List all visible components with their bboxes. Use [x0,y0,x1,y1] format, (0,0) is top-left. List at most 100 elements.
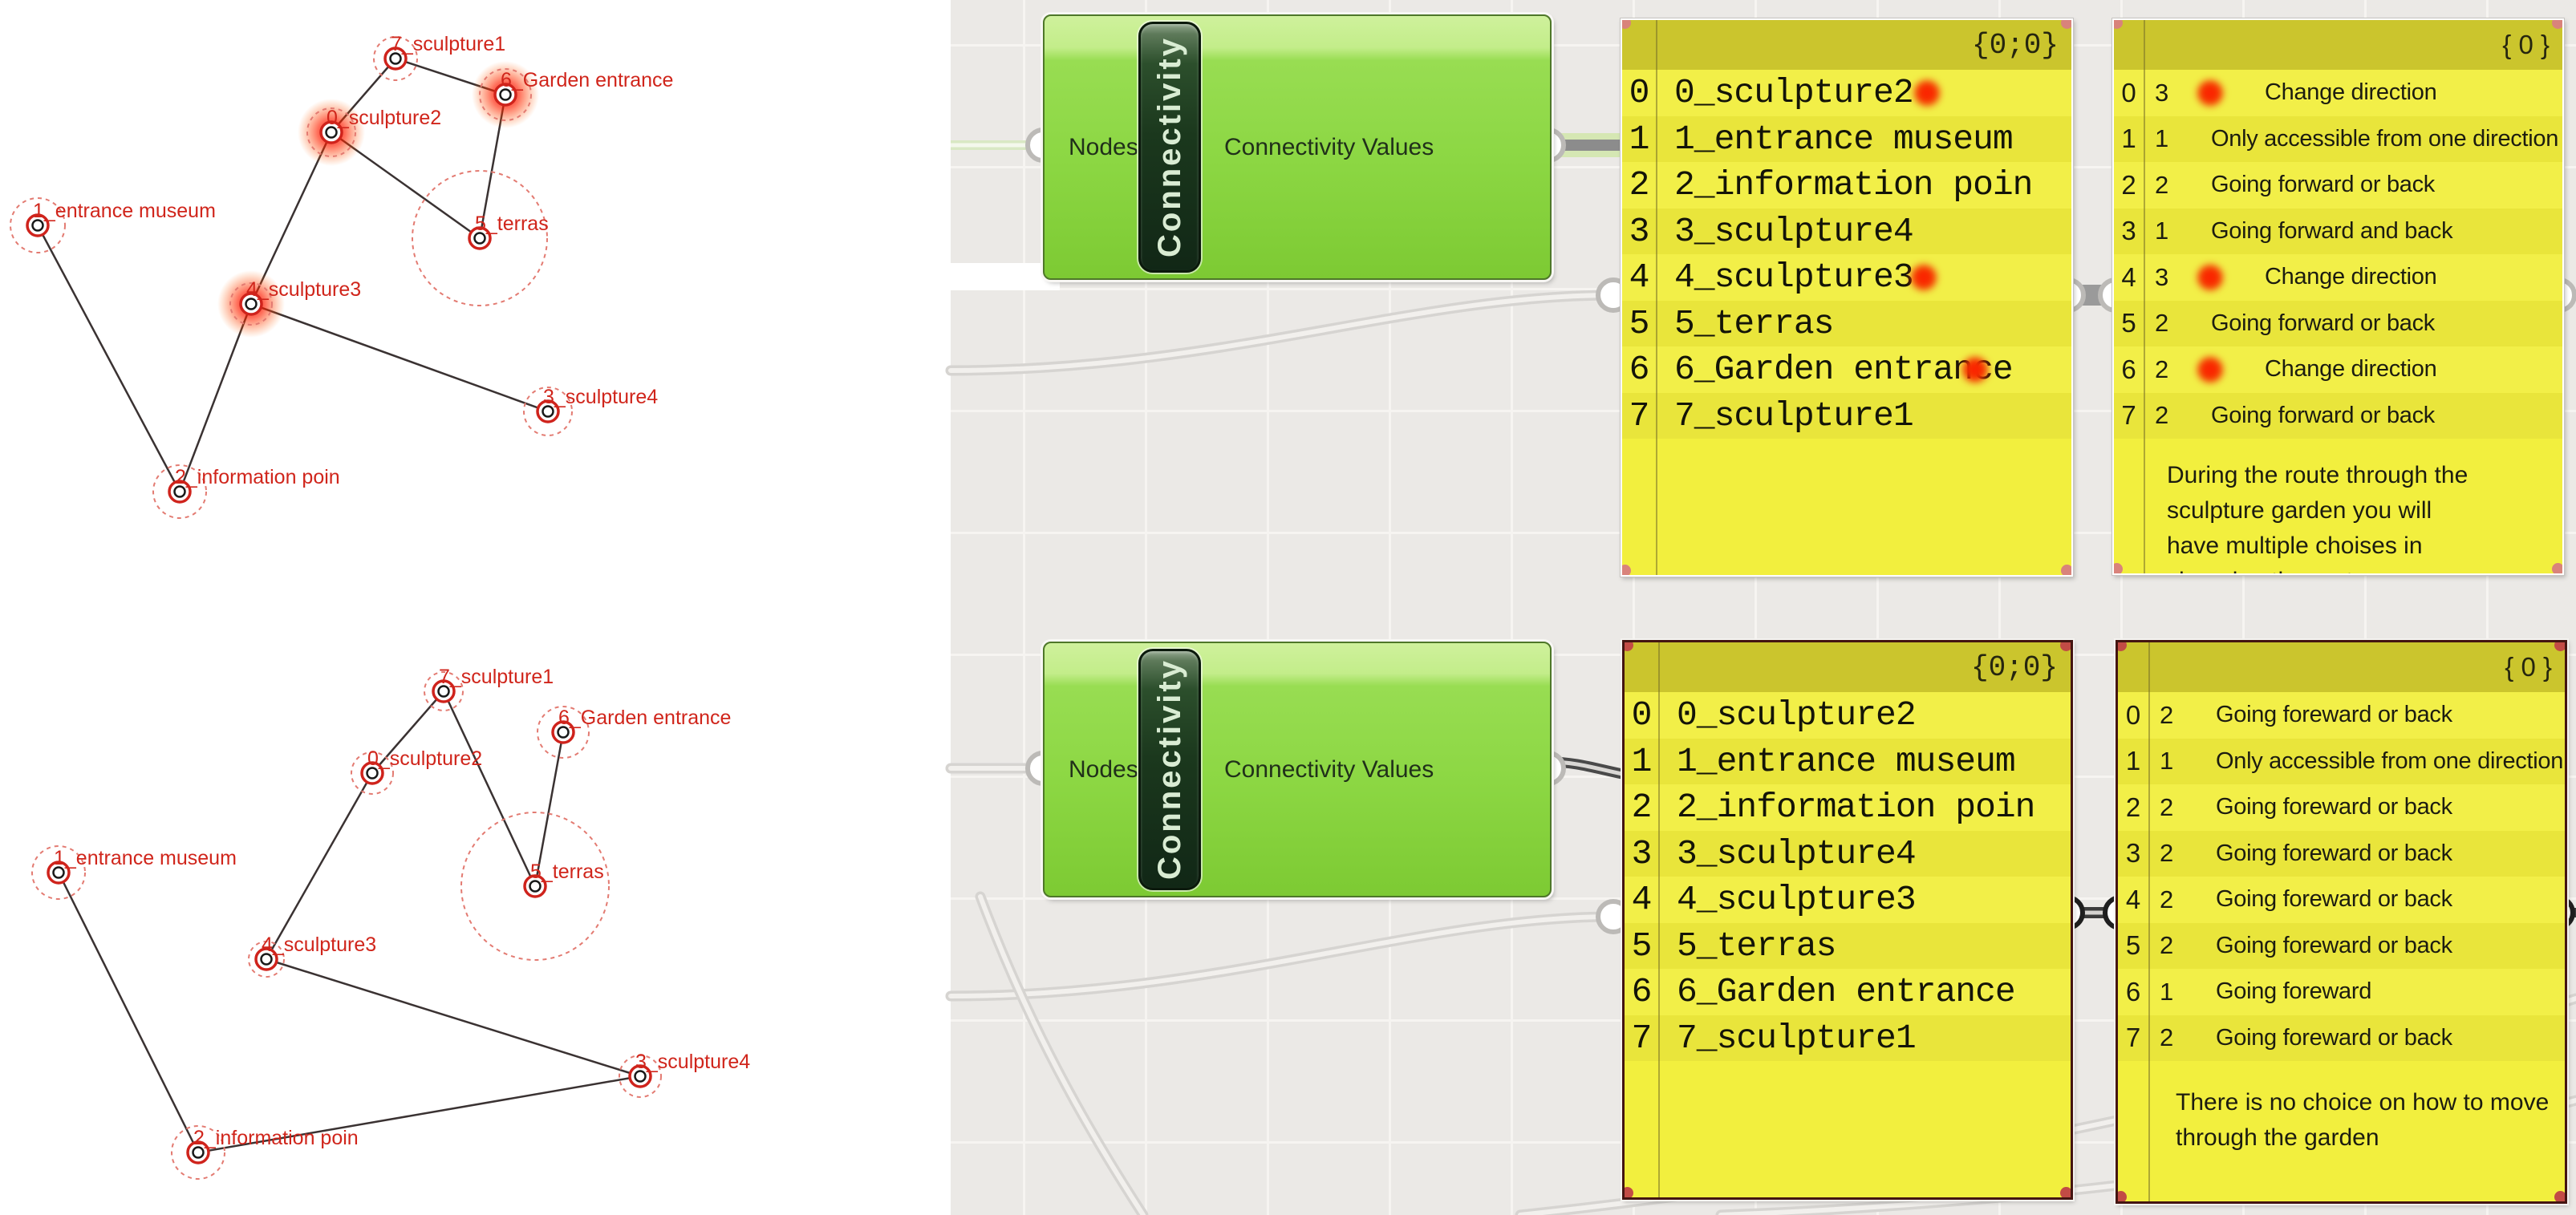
panel-path-header: { 0 } [2114,20,2562,70]
graph-edge [197,1075,641,1154]
nodes-input-label[interactable]: Nodes [1069,133,1138,160]
node-glow [298,99,365,166]
selection-handle[interactable] [2061,20,2071,29]
component-title: Connectivity [1151,658,1187,881]
selection-handle[interactable] [2118,1191,2127,1201]
row-text: 3_sculpture4 [1677,833,1917,873]
graph-node-label: 7_sculpture1 [439,666,554,688]
graph-node-label: 3_sculpture4 [635,1051,750,1073]
row-text: Change direction [2265,264,2437,290]
selection-handle[interactable] [1622,565,1631,575]
row-index: 3 [2121,216,2136,246]
graph-edge [57,872,200,1153]
selection-handle[interactable] [2554,642,2565,651]
graph-node [523,874,547,898]
panel-note-line: have multiple choises in [2167,533,2423,559]
selection-handle[interactable] [2552,20,2562,29]
index-column-divider [1656,20,1657,575]
graph-node-label: 0_sculpture2 [327,107,441,129]
graph-node-label: 1_entrance museum [33,200,216,222]
connectivity-component[interactable]: Nodes Connectivity Connectivity Values [1043,642,1552,897]
panel-path-header: {0;0} [1625,642,2071,692]
selection-handle[interactable] [2060,642,2071,651]
row-index: 7 [2121,400,2136,431]
row-index: 6 [2125,976,2141,1006]
selection-handle[interactable] [2061,565,2071,575]
selection-handle[interactable] [2554,1191,2565,1201]
connectivity-values-output-label[interactable]: Connectivity Values [1224,133,1434,160]
row-text: Going foreward or back [2216,1024,2452,1051]
component-name-capsule[interactable]: Connectivity [1138,22,1201,273]
connectivity-component[interactable]: Nodes Connectivity Connectivity Values [1043,14,1552,280]
selection-handle[interactable] [1625,1187,1633,1197]
graph-node-center [499,88,512,101]
graph-node-center [366,767,379,780]
graph-node [493,83,517,107]
index-column-divider [2144,20,2145,573]
selection-handle[interactable] [2114,563,2123,573]
row-text: Going foreward or back [2216,886,2452,913]
row-value: 1 [2160,747,2174,776]
node-range-ring [537,706,590,759]
row-value: 2 [2155,170,2169,199]
node-range-ring [479,68,532,121]
graph-node-center [173,485,186,498]
row-index: 0 [1631,695,1653,735]
row-text: 2_information poin [1677,788,2035,828]
graph-node-center [473,232,486,245]
selection-handle[interactable] [2114,20,2123,29]
graph-node [468,226,492,250]
index-column-divider [1658,642,1660,1197]
panel-path-header: { 0 } [2118,642,2565,692]
row-index: 1 [1631,741,1653,781]
connectivity-values-output-label[interactable]: Connectivity Values [1224,755,1434,783]
selection-handle[interactable] [2118,642,2127,651]
row-text: Going foreward or back [2216,702,2452,728]
graph-node-label: 5_terras [475,213,549,235]
row-text: 1_entrance museum [1674,119,2014,159]
row-value: 2 [2160,1023,2174,1052]
component-name-capsule[interactable]: Connectivity [1138,649,1201,890]
row-index: 1 [2121,124,2136,154]
row-value: 1 [2160,977,2174,1006]
panel-note-line: There is no choice on how to move [2176,1089,2550,1116]
row-text: 0_sculpture2 [1677,695,1917,735]
graph-node [47,861,71,885]
row-index: 5 [1629,303,1650,343]
graph-node-center [245,298,258,310]
row-index: 6 [1631,972,1653,1012]
graph-node-label: 2_information poin [193,1127,359,1149]
nodes-input-label[interactable]: Nodes [1069,755,1138,783]
graph-node [26,213,50,237]
row-index: 2 [1631,788,1653,828]
graph-node [186,1140,210,1164]
selection-handle[interactable] [1622,20,1631,29]
graph-node-label: 0_sculpture2 [367,747,482,770]
selection-handle[interactable] [1625,642,1633,651]
row-index: 3 [1631,833,1653,873]
graph-node [551,720,575,744]
panel-row: 2 2_information poin [1625,784,2071,831]
row-index: 2 [1629,165,1650,205]
graph-node-label: 4_sculpture3 [246,278,361,301]
row-index: 6 [1629,350,1650,390]
selection-handle[interactable] [2060,1187,2071,1197]
row-text: 2_information poin [1674,165,2033,205]
graph-node-center [31,219,44,232]
selection-handle[interactable] [2552,563,2562,573]
